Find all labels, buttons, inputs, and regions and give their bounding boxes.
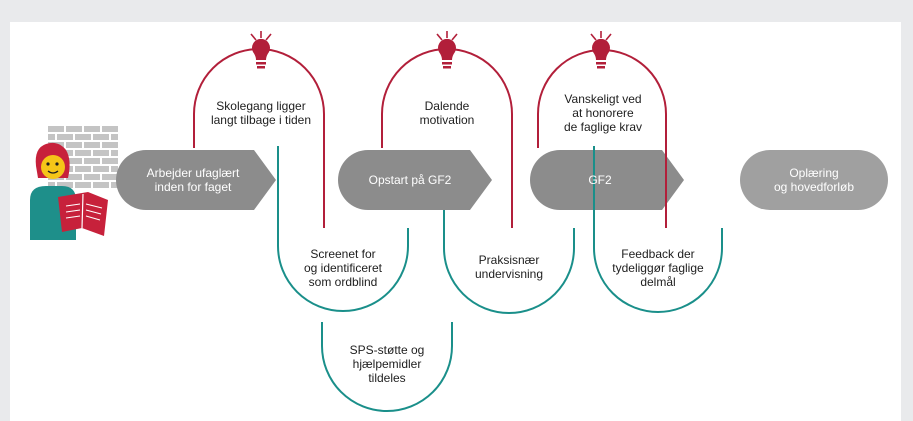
person-reading-icon [30,142,108,240]
support-label-4: Feedback der tydeliggør faglige delmål [612,247,704,289]
stage-label-1: Arbejder ufaglært inden for faget [146,166,240,194]
diagram-panel [10,22,901,421]
support-arc-4 [593,146,723,313]
stage-arrow-2 [338,150,492,210]
support-arc-2 [321,322,453,412]
barrier-label-3: Vanskeligt ved at honorere de faglige kr… [563,92,643,134]
lightbulb-icon [590,31,612,69]
stage-arrow-1 [116,150,276,210]
barrier-label-2: Dalende motivation [419,99,475,127]
stage-label-2: Opstart på GF2 [368,173,452,187]
lightbulb-icon [250,31,272,69]
stage-label-4: Oplæring og hovedforløb [773,166,855,194]
support-label-1: Screenet for og identificeret som ordbli… [303,247,383,289]
support-label-2: SPS-støtte og hjælpemidler tildeles [349,343,425,385]
lightbulb-icon [436,31,458,69]
support-arc-3 [443,210,575,314]
stage-arrow-3 [530,150,684,210]
stage-label-3: GF2 [588,173,612,187]
support-label-3: Praksisnær undervisning [474,253,544,281]
stage-pill-4 [740,150,888,210]
barrier-label-1: Skolegang ligger langt tilbage i tiden [210,99,312,127]
support-arc-1 [277,146,409,312]
brick-wall-icon [48,126,118,188]
